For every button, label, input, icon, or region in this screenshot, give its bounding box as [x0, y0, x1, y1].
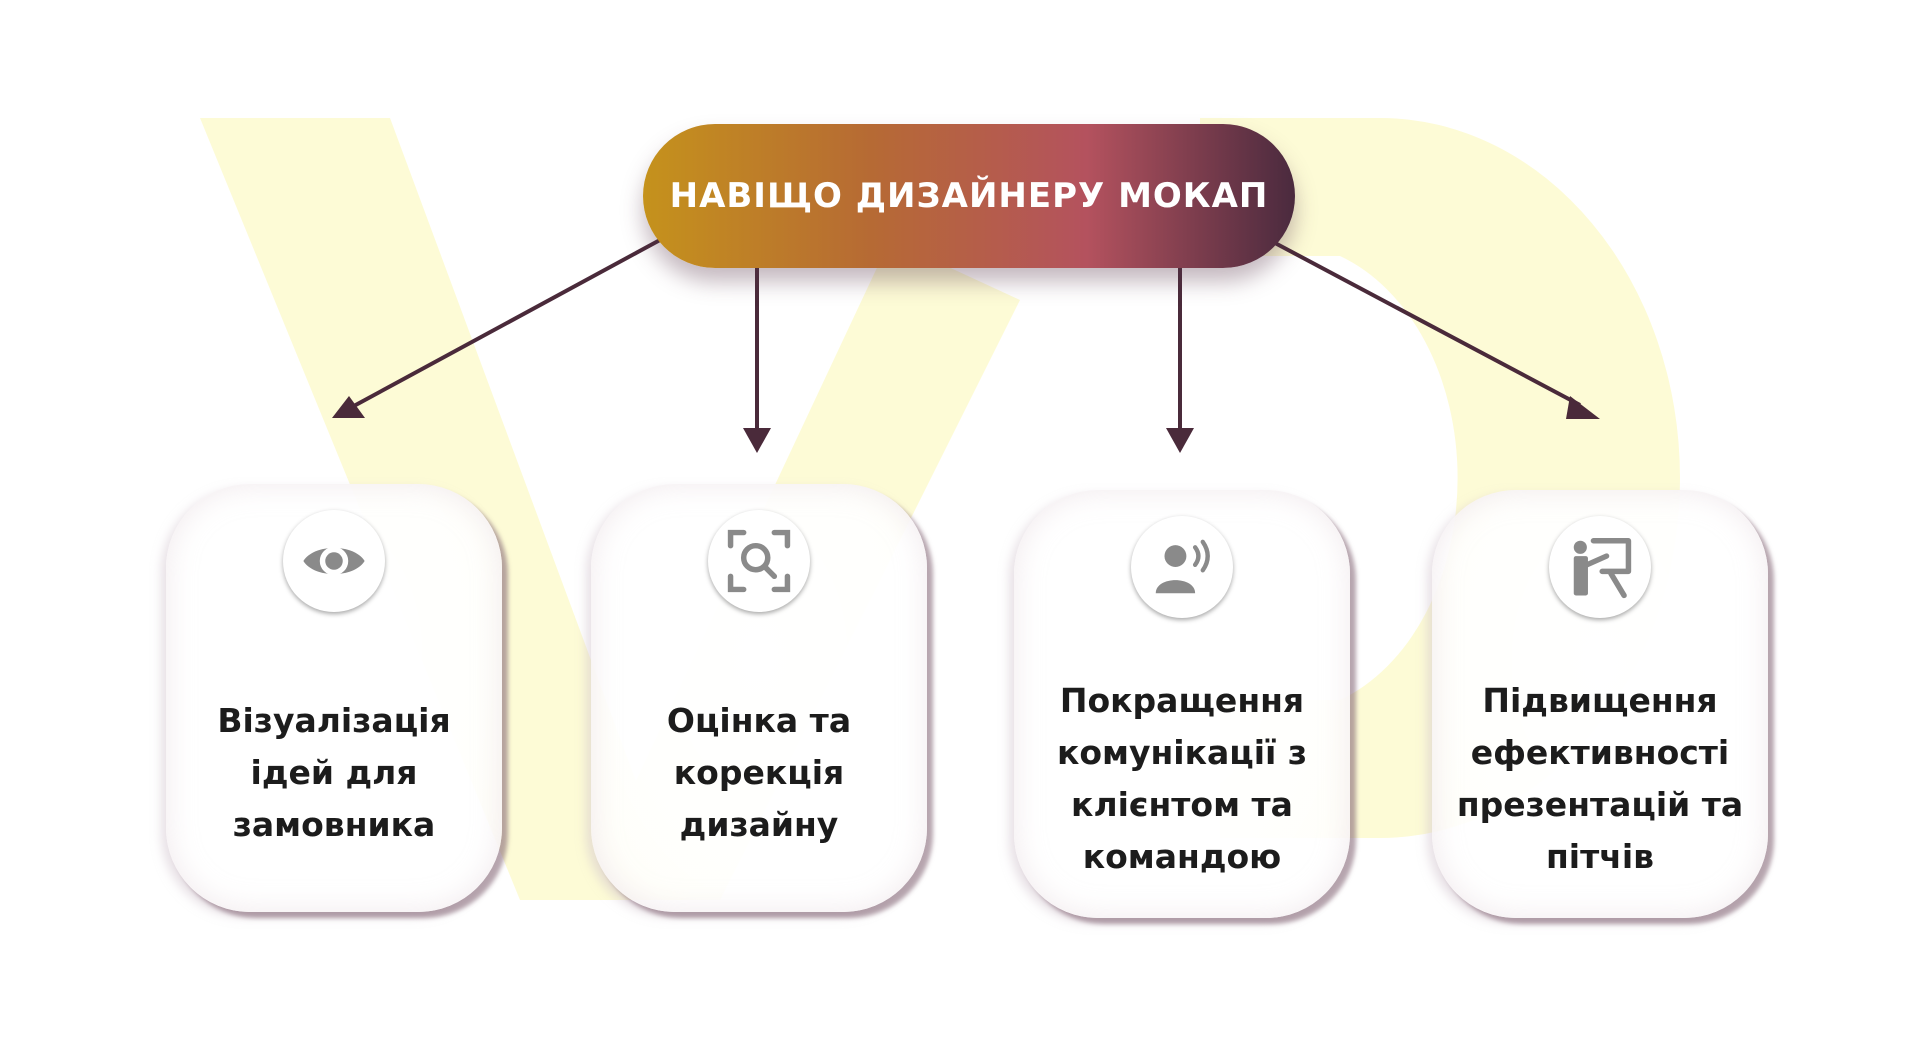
- arrow-to-card-4: [1274, 241, 1581, 407]
- arrowhead-4: [1566, 396, 1600, 419]
- arrow-to-card-1: [351, 238, 661, 409]
- card-presentations: Підвищення ефективності презентацій та п…: [1432, 490, 1768, 918]
- arrowhead-1: [332, 396, 365, 418]
- scan-search-icon: [708, 510, 810, 612]
- presentation-board-icon: [1549, 516, 1651, 618]
- diagram-title: НАВІЩО ДИЗАЙНЕРУ МОКАП: [669, 176, 1269, 216]
- arrowhead-3: [1166, 428, 1194, 453]
- card-label: Оцінка та корекція дизайну: [666, 701, 852, 844]
- card-label: Підвищення ефективності презентацій та п…: [1456, 681, 1744, 876]
- card-communication: Покращення комунікації з клієнтом та ком…: [1014, 490, 1350, 918]
- card-design-evaluation: Оцінка та корекція дизайну: [591, 484, 927, 912]
- speaking-person-icon: [1131, 516, 1233, 618]
- card-label: Покращення комунікації з клієнтом та ком…: [1056, 681, 1308, 876]
- eye-icon: [283, 510, 385, 612]
- card-label: Візуалізація ідей для замовника: [217, 701, 451, 844]
- title-pill: НАВІЩО ДИЗАЙНЕРУ МОКАП: [643, 124, 1295, 268]
- arrowhead-2: [743, 428, 771, 453]
- card-visualization: Візуалізація ідей для замовника: [166, 484, 502, 912]
